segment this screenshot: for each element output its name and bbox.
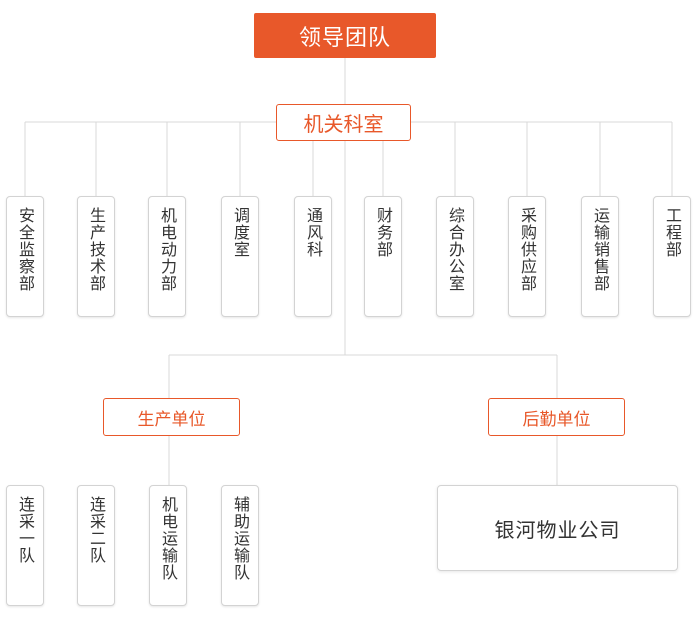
production-team-label: 连采二队 [87,496,106,564]
logistics-units-node: 后勤单位 [488,398,625,436]
department-label: 财务部 [374,207,393,258]
production-units-label: 生产单位 [137,409,206,430]
production-team-node: 连采二队 [77,485,115,606]
department-node: 工程部 [653,196,691,317]
logistics-units-label: 后勤单位 [522,409,591,430]
department-label: 采购供应部 [518,207,537,292]
department-label: 机电动力部 [158,207,177,292]
production-team-node: 连采一队 [6,485,44,606]
department-label: 生产技术部 [87,207,106,292]
office-departments-label: 机关科室 [303,112,384,136]
production-team-node: 机电运输队 [149,485,187,606]
office-departments-node: 机关科室 [276,104,411,141]
property-company-node: 银河物业公司 [437,485,678,571]
department-node: 生产技术部 [77,196,115,317]
department-node: 采购供应部 [508,196,546,317]
department-node: 安全监察部 [6,196,44,317]
department-node: 综合办公室 [436,196,474,317]
department-label: 运输销售部 [591,207,610,292]
department-node: 财务部 [364,196,402,317]
production-team-node: 辅助运输队 [221,485,259,606]
department-node: 通风科 [294,196,332,317]
property-company-label: 银河物业公司 [494,517,621,542]
department-label: 综合办公室 [446,207,465,292]
department-label: 安全监察部 [16,207,35,292]
department-node: 调度室 [221,196,259,317]
leadership-team-label: 领导团队 [298,25,391,51]
department-label: 调度室 [231,207,250,258]
department-node: 机电动力部 [148,196,186,317]
department-label: 工程部 [663,207,682,258]
department-label: 通风科 [304,207,323,258]
department-node: 运输销售部 [581,196,619,317]
leadership-team-node: 领导团队 [254,13,436,58]
production-team-label: 机电运输队 [159,496,178,581]
production-team-label: 辅助运输队 [231,496,250,581]
production-units-node: 生产单位 [103,398,240,436]
production-team-label: 连采一队 [16,496,35,564]
